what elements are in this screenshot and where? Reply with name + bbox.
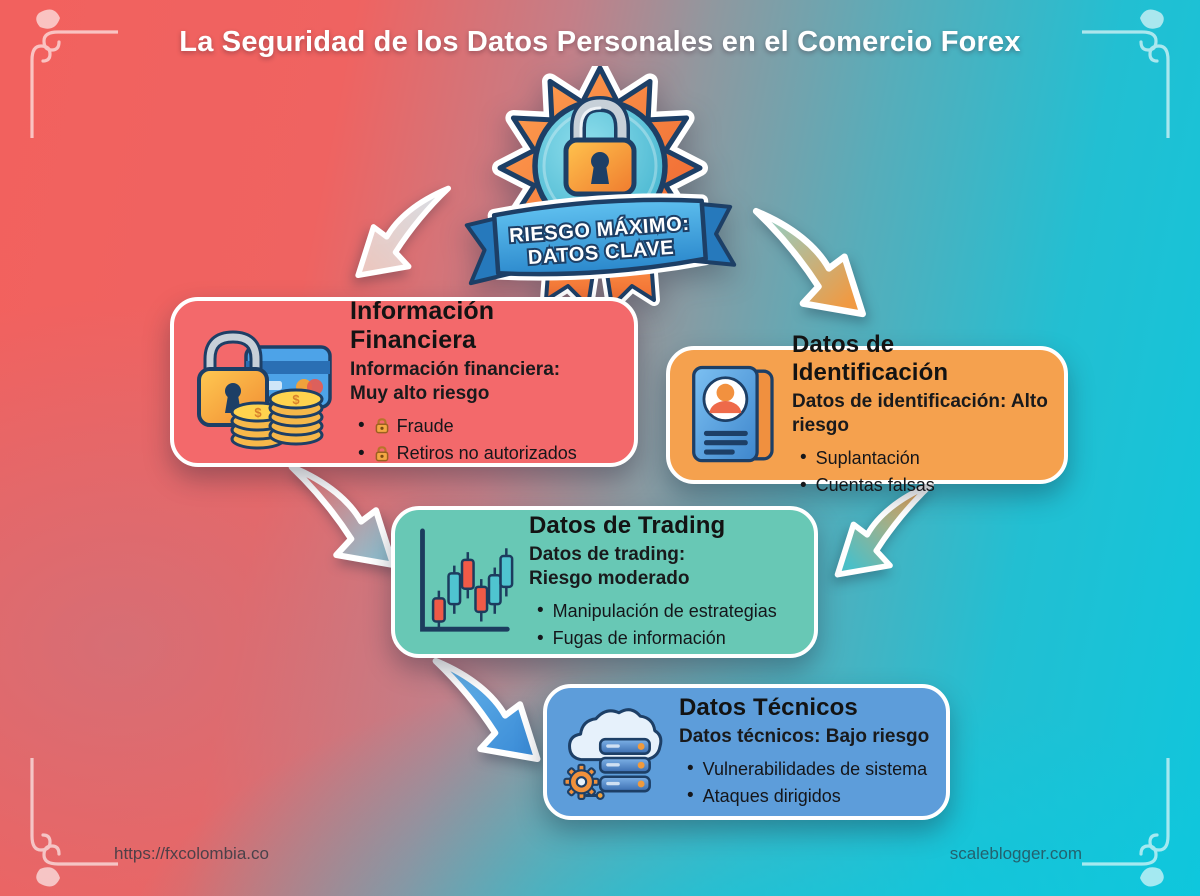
padlock-icon	[374, 417, 390, 434]
bullet-text: Suplantación	[815, 447, 920, 468]
padlock-icon	[374, 445, 390, 462]
card-subtitle-line: Datos de identificación: Alto riesgo	[792, 390, 1048, 437]
padlock-creditcard-coins-icon: $ $	[188, 311, 336, 453]
bullet-text: Retiros no autorizados	[396, 443, 577, 464]
bullet-item: Ataques dirigidos	[679, 782, 932, 810]
candlestick-chart-icon	[409, 523, 515, 641]
card-subtitle-line: Datos de trading:	[529, 543, 686, 565]
arrow-trading-to-tecnicos	[432, 657, 541, 763]
page-title: La Seguridad de los Datos Personales en …	[179, 26, 1021, 58]
card-subtitle-line: Datos técnicos: Bajo riesgo	[679, 726, 930, 748]
card-title: Datos de Identificación	[792, 330, 949, 386]
arrow-badge-to-financiera	[355, 185, 452, 279]
card-informacion-financiera: $ $ Información Financiera Información f…	[170, 297, 638, 467]
arrow-financiera-to-trading	[288, 463, 397, 569]
card-datos-tecnicos: Datos Técnicos Datos técnicos: Bajo ries…	[543, 684, 950, 820]
bullet-text: Ataques dirigidos	[702, 786, 841, 807]
footer-source-url: https://fxcolombia.co	[114, 844, 269, 863]
card-subtitle-line: Riesgo moderado	[529, 568, 690, 590]
bullet-item: Manipulación de estrategias	[529, 597, 800, 625]
risk-badge: RIESGO MÁXIMO: DATOS CLAVE	[464, 66, 737, 308]
svg-text:$: $	[254, 405, 262, 420]
corner-flourish-icon	[30, 758, 118, 887]
card-title: Datos de Trading	[529, 511, 726, 539]
footer-credit-url: scaleblogger.com	[949, 844, 1082, 863]
bullet-text: Manipulación de estrategias	[552, 600, 777, 621]
arrow-identificacion-to-trading	[834, 481, 934, 578]
bullet-item: Retiros no autorizados	[350, 440, 620, 468]
corner-flourish-icon	[1082, 758, 1170, 887]
arrow-badge-to-identificacion	[752, 207, 866, 318]
card-title: Datos Técnicos	[679, 694, 858, 722]
padlock-icon	[563, 95, 637, 197]
bullet-text: Vulnerabilidades de sistema	[702, 758, 928, 779]
bullet-item: Fugas de información	[529, 625, 800, 653]
card-title: Información Financiera	[350, 296, 495, 354]
ribbon-banner: RIESGO MÁXIMO: DATOS CLAVE	[464, 193, 737, 286]
bullet-item: Cuentas falsas	[792, 472, 1050, 500]
card-subtitle-line: Muy alto riesgo	[350, 383, 490, 405]
svg-text:$: $	[292, 392, 300, 407]
bullet-text: Fugas de información	[552, 628, 726, 649]
cloud-server-gear-icon	[561, 696, 665, 808]
bullet-item: Suplantación	[792, 444, 1050, 472]
card-datos-trading: Datos de Trading Datos de trading: Riesg…	[391, 506, 818, 658]
bullet-text: Fraude	[396, 415, 454, 436]
card-subtitle-line: Información financiera:	[350, 358, 561, 380]
id-card-icon	[684, 360, 778, 470]
bullet-item: Vulnerabilidades de sistema	[679, 755, 932, 783]
bullet-text: Cuentas falsas	[815, 475, 935, 496]
bullet-item: Fraude	[350, 412, 620, 440]
corner-flourish-icon	[30, 9, 118, 138]
card-datos-identificacion: Datos de Identificación Datos de identif…	[666, 331, 1068, 495]
corner-flourish-icon	[1082, 9, 1170, 138]
